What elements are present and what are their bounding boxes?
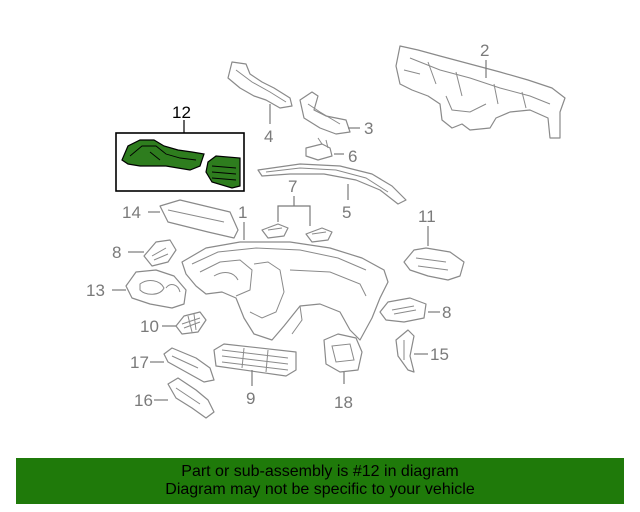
part-6-clip[interactable] [305, 137, 333, 161]
callout-14: 14 [122, 203, 141, 222]
part-5-trim-strip[interactable] [257, 163, 407, 205]
part-3-brace[interactable] [299, 91, 351, 135]
callout-17: 17 [130, 353, 149, 372]
callout-2: 2 [480, 41, 489, 60]
part-7-vents[interactable] [261, 223, 333, 243]
footer-line-2: Diagram may not be specific to your vehi… [165, 481, 475, 498]
part-10-grille[interactable] [175, 311, 207, 335]
part-8-right-vent[interactable] [379, 297, 427, 323]
callout-13: 13 [86, 281, 105, 300]
callout-1: 1 [238, 203, 247, 222]
callout-5: 5 [342, 203, 351, 222]
callout-7: 7 [288, 177, 297, 196]
callout-3: 3 [364, 119, 373, 138]
part-1-instrument-panel[interactable] [181, 241, 389, 341]
part-17-bracket[interactable] [163, 347, 215, 383]
part-13-cluster-bezel[interactable] [125, 269, 187, 309]
part-16-bracket[interactable] [167, 377, 215, 419]
parts-diagram: 2 4 3 6 5 12 7 [86, 41, 566, 419]
highlight-box-12 [115, 132, 245, 192]
callout-8-left: 8 [112, 243, 121, 262]
part-2-cross-car-beam[interactable] [395, 45, 566, 139]
part-8-left-vent[interactable] [143, 239, 177, 267]
callout-8-right: 8 [442, 303, 451, 322]
part-15-trim[interactable] [395, 329, 415, 373]
part-11-module[interactable] [403, 247, 465, 281]
callout-15: 15 [430, 345, 449, 364]
callout-11: 11 [418, 207, 436, 226]
footer-banner: Part or sub-assembly is #12 in diagram D… [16, 458, 624, 504]
callout-9: 9 [246, 389, 255, 408]
part-12-highlighted-component[interactable] [121, 139, 241, 189]
part-18-bezel[interactable] [323, 333, 363, 373]
callout-4: 4 [264, 127, 273, 146]
callout-16: 16 [134, 391, 153, 410]
part-14-panel[interactable] [159, 199, 239, 239]
callout-12: 12 [172, 103, 191, 122]
part-4-bracket[interactable] [227, 61, 293, 109]
part-9-center-vents[interactable] [213, 343, 297, 377]
callout-6: 6 [348, 147, 357, 166]
callout-18: 18 [334, 393, 353, 412]
footer-line-1: Part or sub-assembly is #12 in diagram [181, 463, 459, 480]
callout-10: 10 [140, 317, 159, 336]
